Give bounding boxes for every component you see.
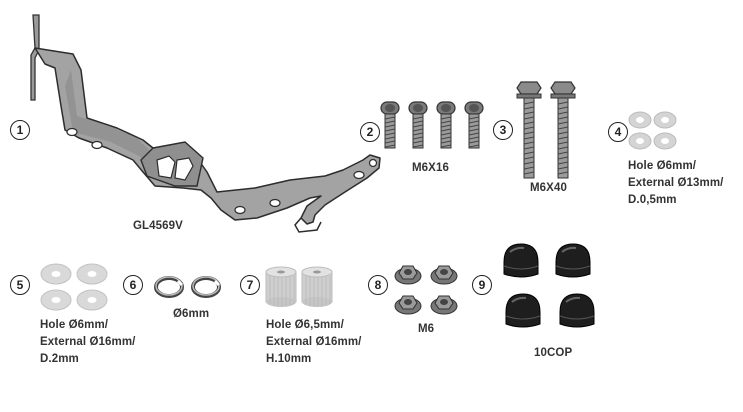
- part-label-7: Hole Ø6,5mm/ External Ø16mm/ H.10mm: [266, 319, 362, 365]
- part-label-1: GL4569V: [133, 220, 183, 232]
- part-number-3: 3: [493, 120, 513, 140]
- part-label-3: M6X40: [530, 182, 567, 194]
- part-label-2: M6X16: [412, 162, 449, 174]
- part-number-5: 5: [10, 275, 30, 295]
- flange-nut-icon: [394, 265, 458, 315]
- short-bolt-icon: [380, 101, 484, 149]
- part-number-6: 6: [123, 275, 143, 295]
- spring-washer-icon: [154, 276, 221, 298]
- small-washer-icon: [628, 111, 677, 150]
- part-label-5: Hole Ø6mm/ External Ø16mm/ D.2mm: [40, 319, 136, 365]
- part-number-2: 2: [360, 122, 380, 142]
- part-label-6: Ø6mm: [173, 308, 210, 320]
- part-number-7: 7: [240, 275, 260, 295]
- part-label-4: Hole Ø6mm/ External Ø13mm/ D.0,5mm: [628, 160, 724, 206]
- long-bolt-icon: [516, 81, 576, 179]
- cap-nut-icon: [503, 243, 595, 328]
- large-washer-icon: [40, 263, 108, 311]
- spacer-icon: [265, 266, 333, 308]
- part-number-1: 1: [10, 120, 30, 140]
- part-label-8: M6: [418, 323, 435, 335]
- part-number-4: 4: [608, 122, 628, 142]
- bracket-icon: [30, 14, 381, 233]
- part-label-9: 10COP: [534, 347, 573, 359]
- part-number-9: 9: [472, 275, 492, 295]
- part-number-8: 8: [368, 275, 388, 295]
